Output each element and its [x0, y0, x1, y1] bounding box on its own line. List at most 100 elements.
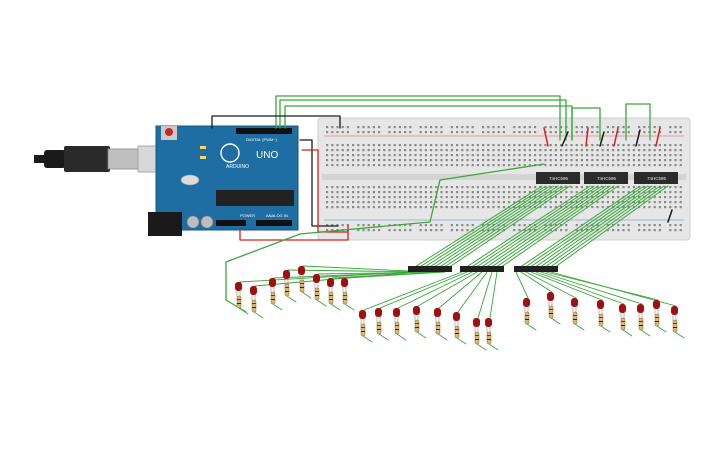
breadboard-hole[interactable] — [513, 191, 516, 194]
breadboard-hole[interactable] — [617, 131, 620, 134]
breadboard-hole[interactable] — [414, 186, 417, 189]
wire[interactable] — [476, 185, 603, 271]
breadboard-hole[interactable] — [664, 144, 667, 147]
breadboard-hole[interactable] — [357, 154, 360, 157]
breadboard-hole[interactable] — [591, 154, 594, 157]
breadboard-hole[interactable] — [367, 229, 370, 232]
breadboard-hole[interactable] — [632, 144, 635, 147]
breadboard-hole[interactable] — [383, 196, 386, 199]
breadboard-hole[interactable] — [518, 229, 521, 232]
breadboard-hole[interactable] — [586, 186, 589, 189]
breadboard-hole[interactable] — [622, 131, 625, 134]
breadboard-hole[interactable] — [575, 186, 578, 189]
breadboard-hole[interactable] — [632, 191, 635, 194]
breadboard-hole[interactable] — [664, 206, 667, 209]
breadboard-hole[interactable] — [528, 159, 531, 162]
shift-register-chip[interactable] — [536, 172, 580, 184]
led-body[interactable] — [413, 306, 420, 315]
breadboard-hole[interactable] — [414, 206, 417, 209]
breadboard-hole[interactable] — [523, 154, 526, 157]
breadboard-hole[interactable] — [471, 224, 474, 227]
breadboard-hole[interactable] — [471, 201, 474, 204]
breadboard-hole[interactable] — [336, 206, 339, 209]
breadboard-hole[interactable] — [487, 159, 490, 162]
breadboard-hole[interactable] — [669, 229, 672, 232]
wire[interactable] — [378, 333, 389, 341]
breadboard-hole[interactable] — [513, 131, 516, 134]
breadboard-hole[interactable] — [549, 154, 552, 157]
breadboard-hole[interactable] — [357, 159, 360, 162]
breadboard-hole[interactable] — [471, 206, 474, 209]
breadboard-hole[interactable] — [435, 201, 438, 204]
breadboard-hole[interactable] — [653, 126, 656, 129]
breadboard-hole[interactable] — [627, 206, 630, 209]
breadboard-hole[interactable] — [643, 201, 646, 204]
breadboard-hole[interactable] — [378, 126, 381, 129]
wire[interactable] — [674, 331, 685, 339]
breadboard-hole[interactable] — [596, 126, 599, 129]
breadboard-hole[interactable] — [461, 191, 464, 194]
breadboard-hole[interactable] — [430, 201, 433, 204]
breadboard-hole[interactable] — [388, 229, 391, 232]
breadboard-hole[interactable] — [336, 191, 339, 194]
breadboard-hole[interactable] — [627, 154, 630, 157]
breadboard-hole[interactable] — [383, 149, 386, 152]
breadboard-hole[interactable] — [336, 159, 339, 162]
breadboard-hole[interactable] — [554, 164, 557, 167]
breadboard-hole[interactable] — [528, 131, 531, 134]
led-body[interactable] — [473, 318, 480, 327]
wire[interactable] — [520, 185, 645, 271]
led-body[interactable] — [359, 310, 366, 319]
breadboard-hole[interactable] — [482, 159, 485, 162]
breadboard-hole[interactable] — [487, 229, 490, 232]
breadboard-hole[interactable] — [476, 164, 479, 167]
breadboard-hole[interactable] — [440, 164, 443, 167]
breadboard-hole[interactable] — [346, 206, 349, 209]
breadboard-hole[interactable] — [580, 131, 583, 134]
breadboard-hole[interactable] — [492, 196, 495, 199]
breadboard-hole[interactable] — [450, 191, 453, 194]
breadboard-hole[interactable] — [674, 191, 677, 194]
wire[interactable] — [599, 131, 605, 147]
breadboard-hole[interactable] — [409, 149, 412, 152]
breadboard-hole[interactable] — [513, 144, 516, 147]
breadboard-hole[interactable] — [622, 201, 625, 204]
breadboard-hole[interactable] — [352, 186, 355, 189]
breadboard-hole[interactable] — [560, 154, 563, 157]
breadboard-hole[interactable] — [482, 229, 485, 232]
breadboard-hole[interactable] — [383, 201, 386, 204]
breadboard-hole[interactable] — [648, 191, 651, 194]
breadboard-hole[interactable] — [440, 154, 443, 157]
breadboard-hole[interactable] — [357, 224, 360, 227]
breadboard-hole[interactable] — [445, 201, 448, 204]
led-body[interactable] — [250, 286, 257, 295]
breadboard-hole[interactable] — [336, 196, 339, 199]
breadboard-hole[interactable] — [461, 224, 464, 227]
breadboard-hole[interactable] — [664, 186, 667, 189]
breadboard-hole[interactable] — [622, 229, 625, 232]
breadboard-hole[interactable] — [612, 149, 615, 152]
breadboard-hole[interactable] — [476, 191, 479, 194]
breadboard-hole[interactable] — [575, 126, 578, 129]
breadboard-hole[interactable] — [466, 229, 469, 232]
breadboard-hole[interactable] — [544, 164, 547, 167]
breadboard-hole[interactable] — [404, 164, 407, 167]
breadboard-hole[interactable] — [679, 126, 682, 129]
breadboard-hole[interactable] — [679, 229, 682, 232]
breadboard-hole[interactable] — [341, 131, 344, 134]
breadboard-hole[interactable] — [502, 196, 505, 199]
breadboard-hole[interactable] — [513, 149, 516, 152]
breadboard-hole[interactable] — [326, 206, 329, 209]
breadboard-hole[interactable] — [679, 196, 682, 199]
breadboard-hole[interactable] — [674, 186, 677, 189]
breadboard-hole[interactable] — [638, 126, 641, 129]
breadboard-hole[interactable] — [664, 159, 667, 162]
breadboard-hole[interactable] — [461, 186, 464, 189]
breadboard-hole[interactable] — [346, 126, 349, 129]
breadboard-hole[interactable] — [549, 191, 552, 194]
breadboard-hole[interactable] — [518, 196, 521, 199]
breadboard-hole[interactable] — [367, 196, 370, 199]
breadboard-hole[interactable] — [539, 159, 542, 162]
breadboard-hole[interactable] — [424, 224, 427, 227]
breadboard-hole[interactable] — [528, 186, 531, 189]
